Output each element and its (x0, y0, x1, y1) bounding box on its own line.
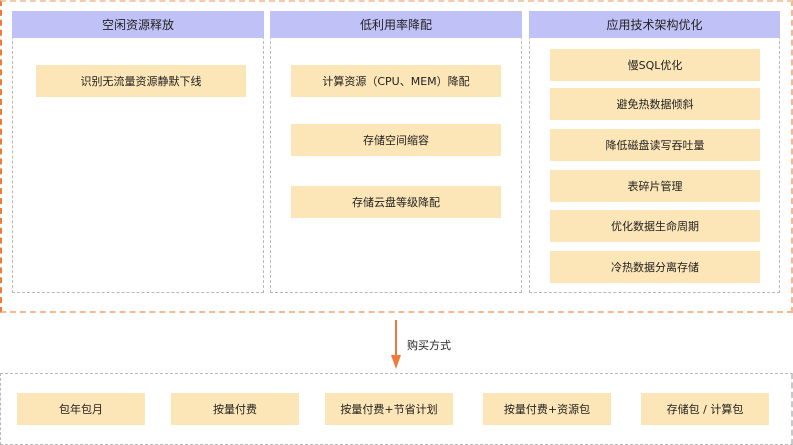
column-idle-resource-release: 空闲资源释放 识别无流量资源静默下线 (12, 11, 264, 293)
item-box: 慢SQL优化 (550, 49, 760, 81)
item-box: 优化数据生命周期 (550, 210, 760, 242)
purchase-method-box: 包年包月 (17, 393, 145, 425)
column-app-architecture-optimization: 应用技术架构优化 慢SQL优化 避免热数据倾斜 降低磁盘读写吞吐量 表碎片管理 … (529, 11, 780, 293)
purchase-method-box: 存储包 / 计算包 (641, 393, 769, 425)
arrow-down-icon (391, 355, 401, 369)
item-box: 识别无流量资源静默下线 (36, 65, 246, 97)
optimization-group (0, 0, 793, 313)
item-box: 降低磁盘读写吞吐量 (550, 129, 760, 161)
item-box: 冷热数据分离存储 (550, 251, 760, 283)
column-header: 空闲资源释放 (12, 11, 264, 38)
column-header: 应用技术架构优化 (529, 11, 780, 38)
arrow-label: 购买方式 (407, 339, 451, 352)
column-header: 低利用率降配 (270, 11, 522, 38)
item-box: 避免热数据倾斜 (550, 88, 760, 120)
purchase-method-box: 按量付费+资源包 (483, 393, 611, 425)
item-box: 存储空间缩容 (291, 124, 501, 156)
purchase-method-box: 按量付费 (171, 393, 299, 425)
item-box: 计算资源（CPU、MEM）降配 (291, 65, 501, 97)
flow-arrow-shaft (395, 320, 397, 360)
item-box: 表碎片管理 (550, 170, 760, 202)
purchase-method-box: 按量付费+节省计划 (325, 393, 453, 425)
item-box: 存储云盘等级降配 (291, 186, 501, 218)
column-low-utilization-downgrade: 低利用率降配 计算资源（CPU、MEM）降配 存储空间缩容 存储云盘等级降配 (270, 11, 522, 293)
